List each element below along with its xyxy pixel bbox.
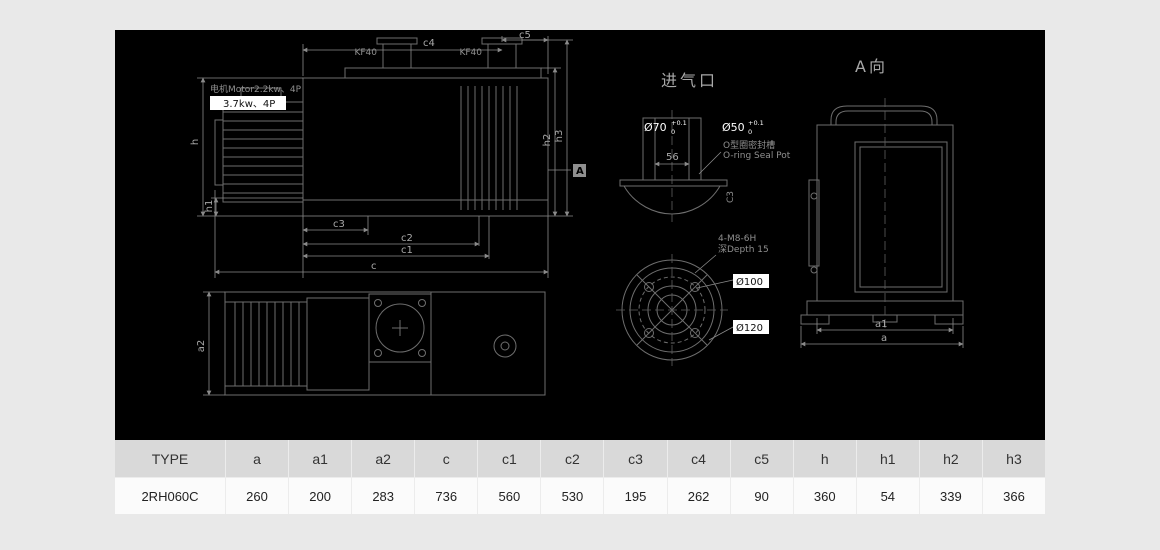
dia70-label: Ø70	[644, 121, 667, 134]
table-header-cell: a	[226, 440, 289, 477]
table-cell: 339	[919, 478, 982, 514]
dia50-tol-upper: +0.1	[748, 119, 764, 127]
table-cell: 530	[541, 478, 604, 514]
table-cell: 200	[289, 478, 352, 514]
dia120-highlight	[733, 320, 769, 334]
bolt-note-line1: 4-M8-6H	[718, 234, 756, 244]
table-cell: 90	[730, 478, 793, 514]
table-header-cell: h2	[919, 440, 982, 477]
dim-label-c2: c2	[401, 233, 413, 244]
table-cell: 360	[793, 478, 856, 514]
bolt-note-line2: 深Depth 15	[718, 244, 769, 255]
section-marker-box	[573, 164, 586, 177]
dim-label-c1: c1	[401, 245, 413, 256]
technical-drawing-panel: 电机Motor2.2kw、4P 3.7kw、4P KF40 KF40 c4 c5…	[115, 30, 1045, 440]
motor-note-highlight	[210, 96, 286, 110]
motor-note-line2: 3.7kw、4P	[223, 99, 275, 110]
view-a: A向	[800, 57, 964, 348]
dim-label-a2: a2	[196, 340, 207, 353]
oring-note-en: O-ring Seal Pot	[723, 151, 791, 161]
dim-label-c3: c3	[333, 219, 345, 230]
table-cell: 260	[226, 478, 289, 514]
dia120-label: Ø120	[736, 322, 763, 334]
dim-label-h: h	[190, 139, 201, 145]
table-cell: 262	[667, 478, 730, 514]
table-header-cell: TYPE	[115, 440, 225, 477]
motor-note-line1: 电机Motor2.2kw、4P	[210, 83, 302, 95]
table-cell-type: 2RH060C	[115, 478, 225, 514]
dim-label-h2: h2	[542, 134, 553, 147]
dia100-label: Ø100	[736, 276, 763, 288]
table-header-cell: a1	[289, 440, 352, 477]
table-header-cell: h	[793, 440, 856, 477]
table-header-cell: a2	[352, 440, 415, 477]
table-cell: 54	[856, 478, 919, 514]
side-view: 电机Motor2.2kw、4P 3.7kw、4P KF40 KF40 c4 c5…	[190, 30, 586, 278]
table-cell: 736	[415, 478, 478, 514]
dim-label-c4: c4	[423, 38, 435, 49]
table-header-cell: c3	[604, 440, 667, 477]
table-header-cell: c4	[667, 440, 730, 477]
dia100-highlight	[733, 274, 769, 288]
technical-drawing: 电机Motor2.2kw、4P 3.7kw、4P KF40 KF40 c4 c5…	[190, 30, 964, 396]
dim-label-h1: h1	[204, 200, 215, 213]
dim-label-56: 56	[666, 152, 679, 163]
inlet-title: 进气口	[661, 71, 718, 90]
table-cell: 560	[478, 478, 541, 514]
dim-label-a1: a1	[875, 319, 888, 330]
dim-label-c: c	[371, 261, 377, 272]
section-marker-a: A	[576, 166, 584, 177]
dia50-label: Ø50	[722, 121, 745, 134]
chamfer-label: C3	[726, 191, 736, 203]
table-header-cell: c2	[541, 440, 604, 477]
kf40-label-right: KF40	[459, 48, 482, 58]
inlet-port-view: 进气口 Ø70 +0.1 0 Ø50 +0.1 0 56 O型圈密封槽 O-ri…	[616, 71, 791, 366]
dia50-tol-lower: 0	[748, 128, 752, 136]
dim-label-a: a	[881, 333, 887, 344]
top-view: a2	[196, 291, 546, 396]
dia70-tol-lower: 0	[671, 128, 675, 136]
dim-label-h3: h3	[554, 130, 565, 143]
view-a-title: A向	[855, 57, 888, 76]
table-header-cell: c5	[730, 440, 793, 477]
table-header-cell: c1	[478, 440, 541, 477]
table-cell: 366	[982, 478, 1045, 514]
table-cell: 283	[352, 478, 415, 514]
dia70-tol-upper: +0.1	[671, 119, 687, 127]
oring-note-cn: O型圈密封槽	[723, 139, 775, 151]
table-cell: 195	[604, 478, 667, 514]
table-header-cell: h1	[856, 440, 919, 477]
dimension-table: TYPE a a1 a2 c c1 c2 c3 c4 c5 h h1 h2 h3…	[115, 440, 1045, 514]
dim-label-c5: c5	[519, 30, 531, 41]
kf40-label-left: KF40	[354, 48, 377, 58]
table-header-cell: c	[415, 440, 478, 477]
table-header-cell: h3	[982, 440, 1045, 477]
